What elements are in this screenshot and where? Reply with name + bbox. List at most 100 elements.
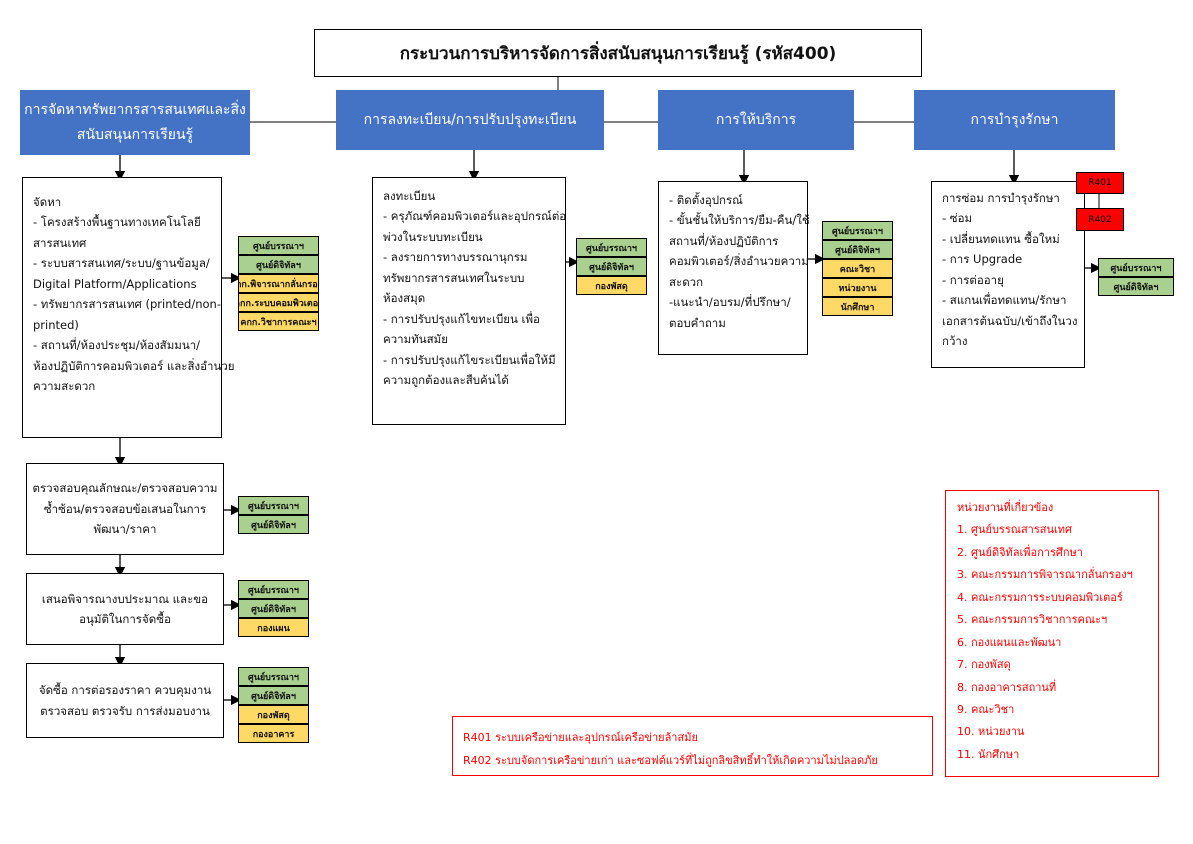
box-line: - สถานที่/ห้องประชุม/ห้องสัมมนา/ [33,338,201,353]
agencies-legend-item: 3. คณะกรรมการพิจารณากลั่นกรองฯ [957,568,1133,582]
agency-tag: กองพัสดุ [238,705,309,724]
agency-tag: หน่วยงาน [822,278,893,297]
agency-tag: ศูนย์ดิจิทัลฯ [238,515,309,534]
box-line: - โครงสร้างพื้นฐานทางเทคโนโลยี [33,215,201,230]
agency-tag: ศูนย์บรรณาฯ [576,238,647,257]
agencies-legend-item: 6. กองแผนและพัฒนา [957,635,1062,649]
box-line: - การปรับปรุงแก้ไขระเบียนเพื่อให้มี [383,352,556,367]
agency-tag: คกก.พิจารณากลั่นกรองฯ [238,274,319,293]
agency-tag: ศูนย์บรรณาฯ [238,496,309,515]
header-maintenance: การบำรุงรักษา [914,90,1115,150]
agencies-legend-item: 11. นักศึกษา [957,747,1020,761]
box-line: ซ้ำซ้อน/ตรวจสอบข้อเสนอในการ [43,501,207,516]
agencies-legend-item: 9. คณะวิชา [957,702,1015,716]
agencies-legend: หน่วยงานที่เกี่ยวข้อง 1. ศูนย์บรรณสารสนเ… [945,490,1159,777]
risk-legend-item: R402 ระบบจัดการเครือข่ายเก่า และซอฟต์แวร… [463,754,878,768]
agencies-legend-item: 7. กองพัสดุ [957,658,1011,672]
procurement-box: จัดหา - โครงสร้างพื้นฐานทางเทคโนโลยี สาร… [22,177,235,438]
box-line: ตรวจสอบคุณลักษณะ/ตรวจสอบความ [32,481,218,496]
agencies-legend-title: หน่วยงานที่เกี่ยวข้อง [957,501,1054,514]
box-line: ตอบคำถาม [669,315,726,330]
agencies-legend-item: 8. กองอาคารสถานที่ [957,680,1057,694]
box-line: Digital Platform/Applications [33,276,197,291]
agency-tag: ศูนย์ดิจิทัลฯ [822,240,893,259]
box-line: - การ Upgrade [942,252,1023,267]
check-tags: ศูนย์บรรณาฯ ศูนย์ดิจิทัลฯ [238,496,309,534]
box-line: ความสะดวก [33,379,96,394]
agencies-legend-item: 4. คณะกรรมการระบบคอมพิวเตอร์ [957,590,1123,604]
agency-tag: กองแผน [238,618,309,637]
box-line: การซ่อม การบำรุงรักษา [942,191,1060,205]
box-line: - ซ่อม [942,211,973,226]
diagram-title: กระบวนการบริหารจัดการสิ่งสนับสนุนการเรีย… [314,29,922,77]
box-line: - ลงรายการทางบรรณานุกรม [383,250,528,265]
agency-tag: ศูนย์ดิจิทัลฯ [238,255,319,274]
agency-tag: คกก.ระบบคอมพิวเตอร์ [238,293,319,312]
box-line: printed) [33,317,79,332]
purchase-box: จัดซื้อ การต่อรองราคา ควบคุมงาน ตรวจสอบ … [26,663,224,738]
risk-badge-r401: R401 [1076,172,1124,194]
box-line: - ติดตั้งอุปกรณ์ [669,193,743,207]
box-line: พ่วงในระบบทะเบียน [383,229,483,244]
agencies-legend-item: 5. คณะกรรมการวิชาการคณะฯ [957,613,1108,627]
box-line: พัฒนา/ราคา [93,522,157,537]
purchase-tags: ศูนย์บรรณาฯ ศูนย์ดิจิทัลฯ กองพัสดุ กองอา… [238,667,309,743]
agency-tag: ศูนย์บรรณาฯ [238,667,309,686]
risk-legend: R401 ระบบเครือข่ายและอุปกรณ์เครือข่ายล้า… [452,716,933,776]
box-line: ความถูกต้องและสืบค้นได้ [383,373,509,388]
agencies-legend-item: 1. ศูนย์บรรณสารสนเทศ [957,523,1072,537]
risk-badge-r402: R402 [1076,208,1124,231]
box-line: ห้องปฏิบัติการคอมพิวเตอร์ และสิ่งอำนวย [33,358,235,373]
risk-legend-item: R401 ระบบเครือข่ายและอุปกรณ์เครือข่ายล้า… [463,731,698,744]
box-line: ตรวจสอบ ตรวจรับ การส่งมอบงาน [40,703,210,718]
box-line: สะดวก [669,274,704,289]
box-line: ความทันสมัย [383,332,448,347]
box-line: กว้าง [942,334,968,349]
maintenance-box: การซ่อม การบำรุงรักษา - ซ่อม - เปลี่ยนทด… [931,181,1085,368]
budget-box: เสนอพิจารณางบประมาณ และขอ อนุมัติในการจั… [26,573,224,645]
budget-tags: ศูนย์บรรณาฯ ศูนย์ดิจิทัลฯ กองแผน [238,580,309,637]
agency-tag: กองพัสดุ [576,276,647,295]
box-line: เอกสารต้นฉบับ/เข้าถึงในวง [942,313,1078,328]
service-box: - ติดตั้งอุปกรณ์ - ขั้นชั้นให้บริการ/ยืม… [658,181,810,355]
box-line: - ขั้นชั้นให้บริการ/ยืม-คืน/ใช้ [669,213,810,228]
agencies-legend-item: 2. ศูนย์ดิจิทัลเพื่อการศึกษา [957,545,1083,559]
box-line: - การต่ออายุ [942,272,1004,287]
agency-tag: ศูนย์บรรณาฯ [1098,258,1174,277]
maintenance-tags: ศูนย์บรรณาฯ ศูนย์ดิจิทัลฯ [1098,258,1174,296]
header-service: การให้บริการ [658,90,854,150]
box-line: ลงทะเบียน [383,189,436,203]
box-line: อนุมัติในการจัดซื้อ [79,612,171,626]
agency-tag: ศูนย์บรรณาฯ [238,236,319,255]
box-line: -แนะนำ/อบรม/ที่ปรึกษา/ [669,295,791,310]
box-line: จัดซื้อ การต่อรองราคา ควบคุมงาน [38,683,212,698]
agency-tag: กองอาคาร [238,724,309,743]
agency-tag: ศูนย์ดิจิทัลฯ [576,257,647,276]
agency-tag: คณะวิชา [822,259,893,278]
box-line: - เปลี่ยนทดแทน ซื้อใหม่ [942,231,1060,246]
agency-tag: ศูนย์ดิจิทัลฯ [1098,277,1174,296]
box-line: - ระบบสารสนเทศ/ระบบ/ฐานข้อมูล/ [33,256,210,271]
agency-tag: คกก.วิชาการคณะฯ [238,312,319,331]
box-line: สารสนเทศ [33,235,87,250]
box-line: จัดหา [33,195,62,209]
box-line: ห้องสมุด [383,291,426,306]
box-line: - ทรัพยากรสารสนเทศ (printed/non- [33,297,221,312]
header-procurement-line-1: การจัดหาทรัพยากรสารสนเทศและสิ่ง [24,102,246,118]
agency-tag: ศูนย์ดิจิทัลฯ [238,686,309,705]
agency-tag: ศูนย์บรรณาฯ [822,221,893,240]
box-line: ทรัพยากรสารสนเทศในระบบ [383,270,525,285]
box-line: สถานที่/ห้องปฏิบัติการ [669,233,779,248]
agency-tag: ศูนย์ดิจิทัลฯ [238,599,309,618]
box-line: - สแกนเพื่อทดแทน/รักษา [942,293,1067,308]
header-procurement: การจัดหาทรัพยากรสารสนเทศและสิ่ง สนับสนุน… [20,90,250,155]
box-line: คอมพิวเตอร์/สิ่งอำนวยความ [669,254,809,269]
agency-tag: นักศึกษา [822,297,893,316]
box-line: - การปรับปรุงแก้ไขทะเบียน เพื่อ [383,311,540,326]
registration-box: ลงทะเบียน - ครุภัณฑ์คอมพิวเตอร์และอุปกรณ… [372,177,566,425]
check-box: ตรวจสอบคุณลักษณะ/ตรวจสอบความ ซ้ำซ้อน/ตรว… [26,463,224,555]
registration-tags: ศูนย์บรรณาฯ ศูนย์ดิจิทัลฯ กองพัสดุ [576,238,647,295]
header-registration: การลงทะเบียน/การปรับปรุงทะเบียน [336,90,604,150]
agency-tag: ศูนย์บรรณาฯ [238,580,309,599]
agencies-legend-item: 10. หน่วยงาน [957,725,1025,739]
